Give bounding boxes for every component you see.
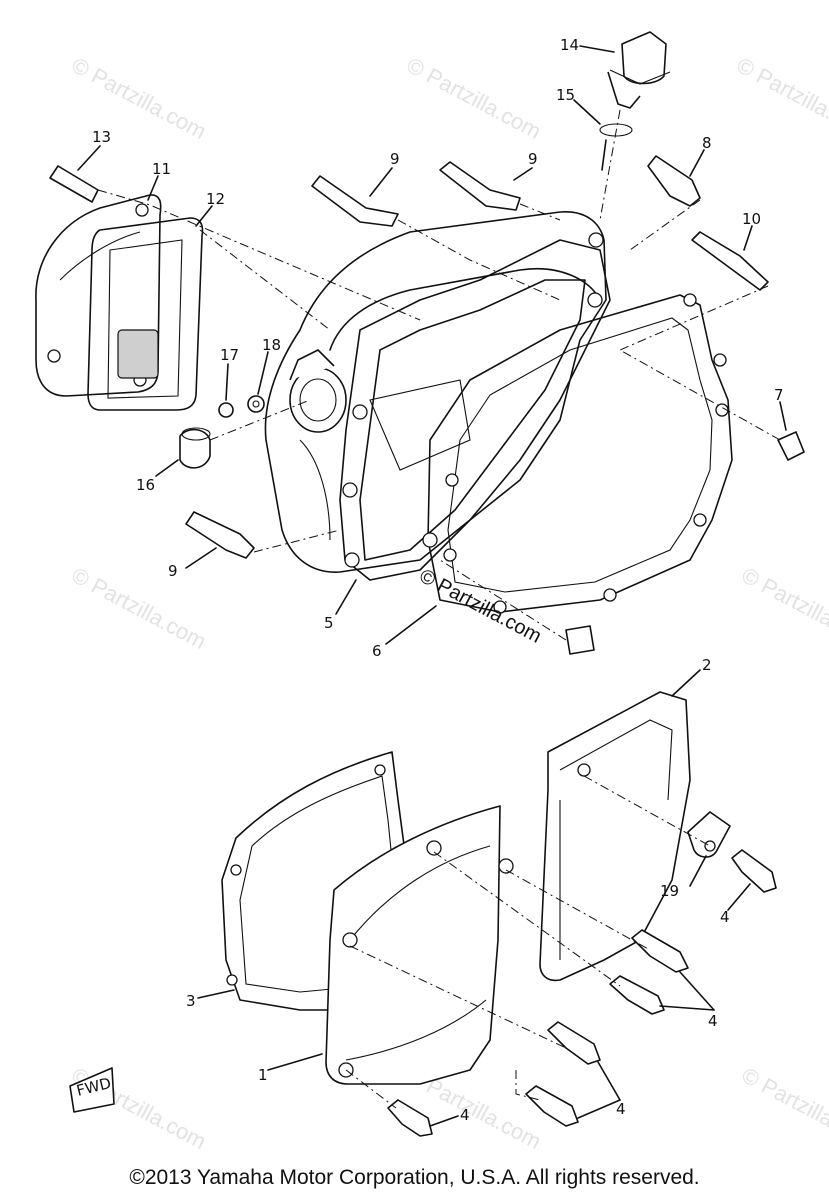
- part-label-16: 16: [136, 476, 155, 494]
- bolt: [525, 1085, 579, 1127]
- dowel-pin: [777, 431, 805, 461]
- watermark: © Partzilla.com: [403, 52, 546, 144]
- part-label-8: 8: [702, 134, 712, 152]
- bolt: [49, 165, 99, 203]
- part-label-5: 5: [324, 614, 334, 632]
- crankcase-cover: [264, 211, 607, 573]
- side-cover: [539, 691, 691, 982]
- watermark: © Partzilla.com: [733, 52, 829, 144]
- part-label-14: 14: [560, 36, 579, 54]
- part-label-12: 12: [206, 190, 225, 208]
- bolt: [311, 175, 399, 227]
- bolt: [631, 929, 689, 973]
- part-label-4: 4: [616, 1100, 626, 1118]
- outer-gasket: [427, 294, 733, 613]
- bolt: [387, 1099, 433, 1137]
- small-gasket: [87, 217, 204, 411]
- part-label-13: 13: [92, 128, 111, 146]
- fwd-arrow-icon: [69, 1067, 115, 1113]
- bolt: [547, 1021, 601, 1065]
- part-label-4: 4: [460, 1106, 470, 1124]
- leader-lines: [77, 45, 787, 1127]
- part-label-2: 2: [702, 656, 712, 674]
- part-label-15: 15: [556, 86, 575, 104]
- bracket: [687, 811, 731, 858]
- inner-gasket: [339, 239, 611, 581]
- crankcase-cover-assembly: [35, 31, 805, 655]
- watermark: © Partzilla.com: [738, 562, 829, 654]
- part-label-9: 9: [168, 562, 178, 580]
- part-label-4: 4: [720, 908, 730, 926]
- generator-cover-assembly: FWD: [69, 691, 777, 1137]
- o-ring: [599, 123, 633, 137]
- part-label-7: 7: [774, 386, 784, 404]
- part-label-9: 9: [528, 150, 538, 168]
- bolt: [185, 511, 255, 559]
- watermark: © Partzilla.com: [68, 562, 211, 654]
- copyright-notice: ©2013 Yamaha Motor Corporation, U.S.A. A…: [129, 1166, 700, 1189]
- bolt: [609, 975, 665, 1015]
- part-label-10: 10: [742, 210, 761, 228]
- washer: [247, 395, 265, 413]
- bolt: [647, 155, 701, 207]
- watermark: © Partzilla.com: [68, 52, 211, 144]
- generator-cover: [325, 805, 501, 1085]
- part-label-1: 1: [258, 1066, 268, 1084]
- bolt: [731, 849, 777, 893]
- part-label-4: 4: [708, 1012, 718, 1030]
- part-label-6: 6: [372, 642, 382, 660]
- part-label-17: 17: [220, 346, 239, 364]
- part-label-9: 9: [390, 150, 400, 168]
- bolt: [691, 231, 769, 291]
- part-label-3: 3: [186, 992, 196, 1010]
- part-label-11: 11: [152, 160, 171, 178]
- generator-gasket: [221, 751, 411, 1011]
- plug: [179, 428, 211, 469]
- part-labels: 13 11 12 9 9 8 10 14 15 17 18 16 7 9 5 6…: [92, 36, 784, 1124]
- dowel-pin: [565, 625, 595, 655]
- part-label-19: 19: [660, 882, 679, 900]
- part-label-18: 18: [262, 336, 281, 354]
- watermark: © Partzilla.com: [738, 1062, 829, 1154]
- bolt: [439, 161, 521, 211]
- screw: [218, 402, 234, 418]
